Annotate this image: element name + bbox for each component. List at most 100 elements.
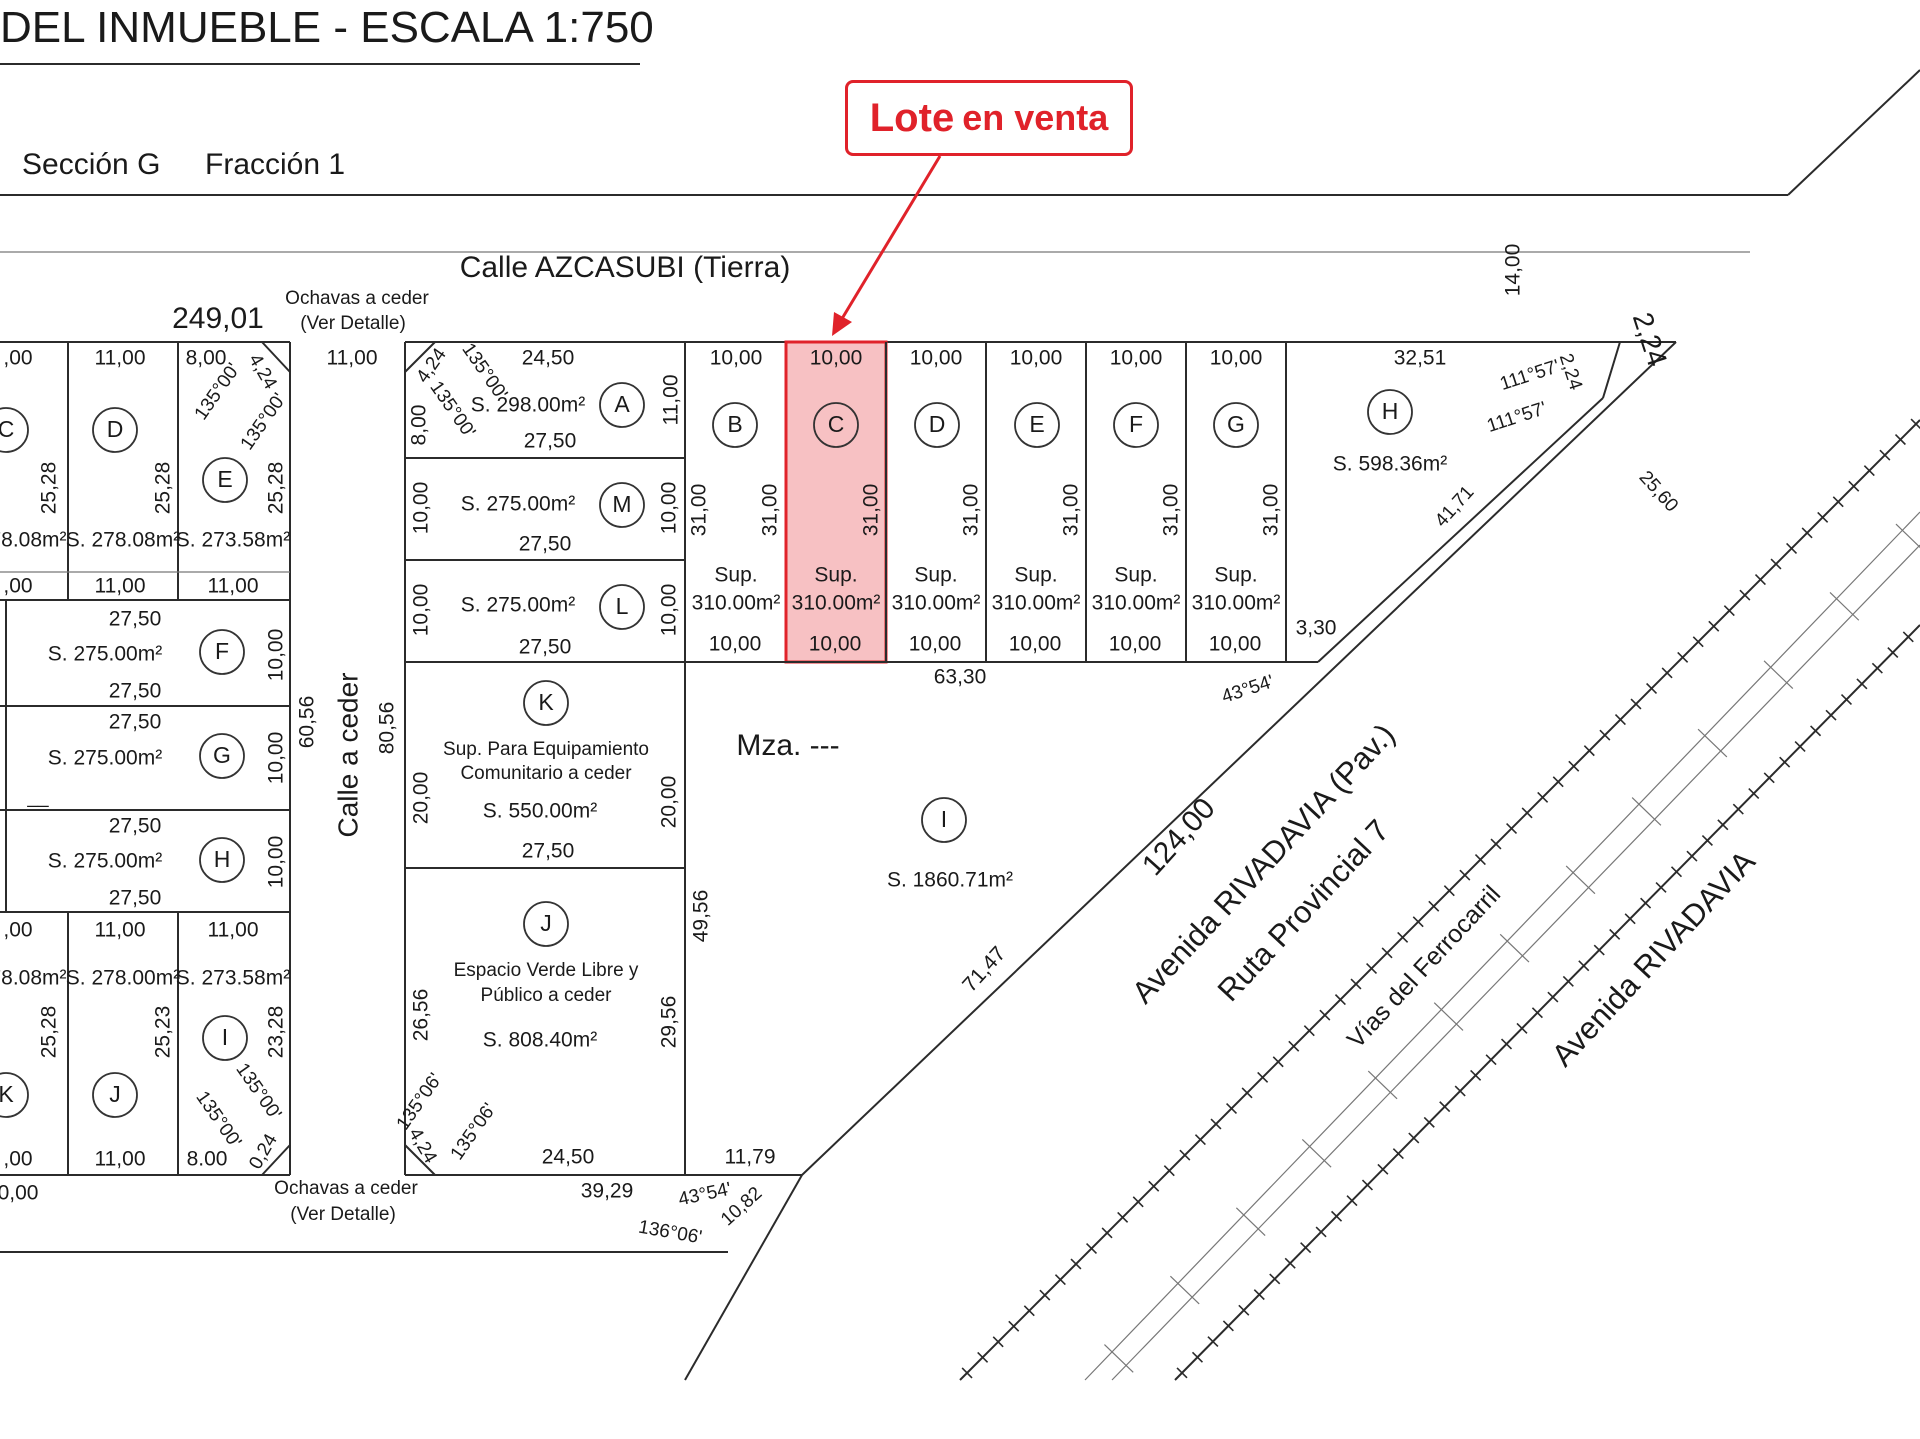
fence-tick [1547, 991, 1559, 1003]
sale-arrow [838, 155, 942, 323]
lote-en-venta-label: Lote en venta [845, 80, 1133, 156]
fence-tick [1443, 885, 1455, 897]
fence-tick [1238, 1304, 1250, 1316]
fence-tick [1578, 960, 1590, 972]
fence-tick [1770, 558, 1782, 570]
fence-tick [1717, 819, 1729, 831]
fence-tick [1412, 916, 1424, 928]
lot-letter: C [0, 416, 14, 442]
fence-tick [1708, 620, 1720, 632]
lot-g-sup2: 310.00m² [1192, 592, 1281, 615]
lot-b-bottom: 10,00 [709, 633, 762, 656]
fence-tick [1655, 881, 1667, 893]
lot-k-area-center: S. 550.00m² [483, 800, 597, 823]
fence-tick [1786, 542, 1798, 554]
lot-e-sup2: 310.00m² [992, 592, 1081, 615]
fence-tick [1179, 1149, 1191, 1161]
lot-j-dim: 25,23 [152, 1006, 175, 1059]
lot-i-angle2: 135°00' [191, 1087, 245, 1152]
angle-4354-bottom: 43°54' [677, 1179, 734, 1211]
fence-tick [1054, 1274, 1066, 1286]
fence-tick [1269, 1273, 1281, 1285]
lot-f: F [1113, 402, 1159, 448]
lot-m-right: 10,00 [658, 482, 681, 535]
lot-i-angle1: 135°00' [231, 1059, 285, 1124]
left-dash: __ [26, 787, 49, 808]
lot-letter: D [929, 411, 946, 437]
lot-d-bottom: 10,00 [909, 633, 962, 656]
fence-tick [1894, 434, 1906, 446]
lot-i-ochava: 0,24 [245, 1130, 282, 1173]
lot-letter: C [828, 411, 845, 437]
lot-letter: F [1129, 411, 1143, 437]
fence-tick [1593, 944, 1605, 956]
lot-i-dim: 23,28 [265, 1006, 288, 1059]
dim-12400: 124,00 [1136, 792, 1222, 882]
lot-h-area: S. 275.00m² [48, 850, 162, 873]
fence-tick [1856, 678, 1868, 690]
lot-l-area: S. 275.00m² [461, 594, 575, 617]
lot-h-angle1: 111°57' [1497, 356, 1562, 395]
lot-d-top: 10,00 [910, 347, 963, 370]
fence-tick [1692, 636, 1704, 648]
lot-letter: J [540, 910, 552, 936]
lot-k-dim: 25,28 [38, 1006, 61, 1059]
fence-tick [1288, 1040, 1300, 1052]
lot-k-top: ,00 [3, 919, 32, 942]
lot-k-left: 20,00 [410, 772, 433, 825]
dim-8056: 80,56 [376, 702, 399, 755]
fence-tick [1008, 1320, 1020, 1332]
dim-3929: 39,29 [581, 1180, 634, 1203]
fence-tick [1117, 1211, 1129, 1223]
angle-13606: 136°06' [637, 1217, 704, 1249]
lot-letter: E [217, 466, 232, 492]
lot-c-top: ,00 [3, 347, 32, 370]
lot-j-ochava: 4,24 [404, 1124, 441, 1167]
fence-tick [1439, 1101, 1451, 1113]
lot-c-dim: 25,28 [38, 462, 61, 515]
lot-d-sup2: 310.00m² [892, 592, 981, 615]
lot-h-side: 10,00 [265, 836, 288, 889]
rail-tie [1631, 797, 1662, 826]
fence-tick [1646, 682, 1658, 694]
fence-tick [1366, 962, 1378, 974]
fence-tick [1817, 511, 1829, 523]
label-word-en-venta: en venta [962, 97, 1109, 138]
fence-tick [1101, 1227, 1113, 1239]
lot-j-left: 26,56 [410, 989, 433, 1042]
lot-left-h: H [199, 837, 245, 883]
fence-tick [1226, 1102, 1238, 1114]
lot-f-top: 10,00 [1110, 347, 1163, 370]
lot-g-top: 10,00 [1210, 347, 1263, 370]
lot-e: E [1014, 402, 1060, 448]
fence-tick [1863, 465, 1875, 477]
fence-tick [1871, 662, 1883, 674]
fence-tick [1381, 947, 1393, 959]
rail-tie [1565, 865, 1596, 895]
lot-h-bottom: 27,50 [109, 887, 162, 910]
lot-letter: I [222, 1024, 228, 1050]
fence-tick [1801, 527, 1813, 539]
lot-j-angle1: 135°06' [393, 1069, 447, 1134]
rail-tie [1235, 1207, 1266, 1236]
avenues [959, 418, 1920, 1381]
fence-tick [1516, 1022, 1528, 1034]
seccion-label: Sección G [22, 148, 160, 181]
dim-1400: 14,00 [1502, 244, 1525, 297]
lot-a-left: 8,00 [408, 405, 431, 446]
lot-c[interactable]: C [813, 402, 859, 448]
fence-tick [1392, 1148, 1404, 1160]
lot-h-top: 27,50 [109, 815, 162, 838]
fence-tick [1677, 651, 1689, 663]
dim-224-corner: 2,24 [1627, 309, 1673, 370]
lot-e-bottom: 11,00 [208, 575, 259, 598]
lot-e-dim: 25,28 [265, 462, 288, 515]
lot-b: B [712, 402, 758, 448]
fence-tick [1210, 1118, 1222, 1130]
lot-center-m: M [599, 482, 645, 528]
rail-tie [1499, 933, 1530, 963]
lot-l-left: 10,00 [410, 584, 433, 637]
rail-tie [1763, 660, 1794, 690]
lot-left-j: J [92, 1072, 138, 1118]
